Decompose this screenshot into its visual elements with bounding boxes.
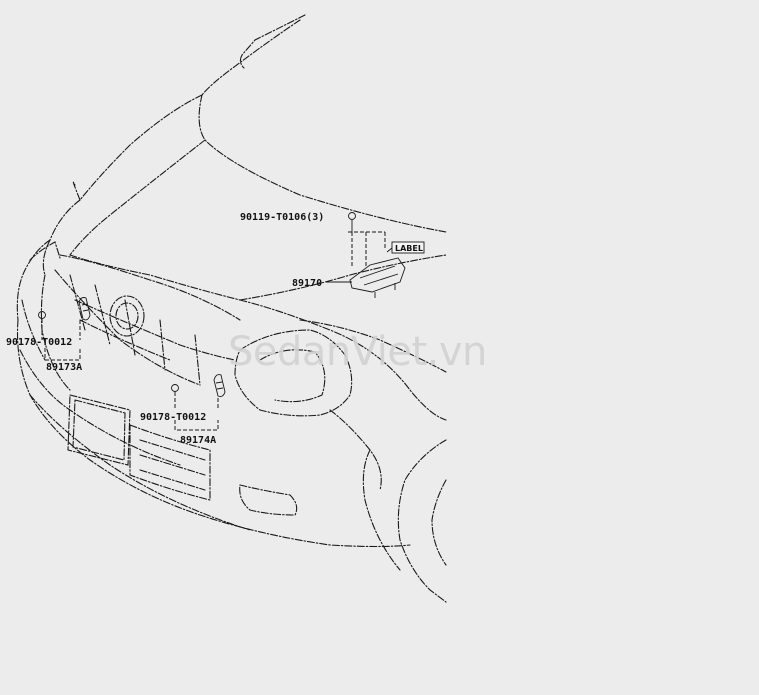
sensor-89173a xyxy=(78,297,91,321)
bolt-90119 xyxy=(348,212,356,232)
part-label-90178-right: 90178-T0012 xyxy=(140,412,206,423)
part-label-89174a: 89174A xyxy=(180,435,216,446)
part-label-90178-left: 90178-T0012 xyxy=(6,337,72,348)
part-label-89170: 89170 xyxy=(292,278,322,289)
leader-lines-90119 xyxy=(348,231,386,268)
clip-90178-right xyxy=(171,384,179,392)
part-labels: 90119-T0106(3) LABEL 89170 90178-T0012 8… xyxy=(6,212,425,446)
leader-lines-right xyxy=(174,392,219,410)
label-leader xyxy=(386,247,393,253)
bracket-89174a xyxy=(174,420,219,431)
part-label-90119: 90119-T0106(3) xyxy=(240,212,324,223)
car-body-outline xyxy=(16,14,447,603)
label-tag-box xyxy=(391,241,425,254)
watermark-text: SedanViet.vn xyxy=(228,329,487,375)
clip-90178-left xyxy=(38,311,46,319)
sensor-89170 xyxy=(349,257,406,298)
leader-lines-left xyxy=(41,319,81,340)
label-tag-text: LABEL xyxy=(395,244,423,253)
sensor-89174a xyxy=(213,374,226,397)
bracket-89173a xyxy=(44,348,81,361)
part-label-89173a: 89173A xyxy=(46,362,82,373)
watermark: SedanViet.vn xyxy=(228,329,487,375)
